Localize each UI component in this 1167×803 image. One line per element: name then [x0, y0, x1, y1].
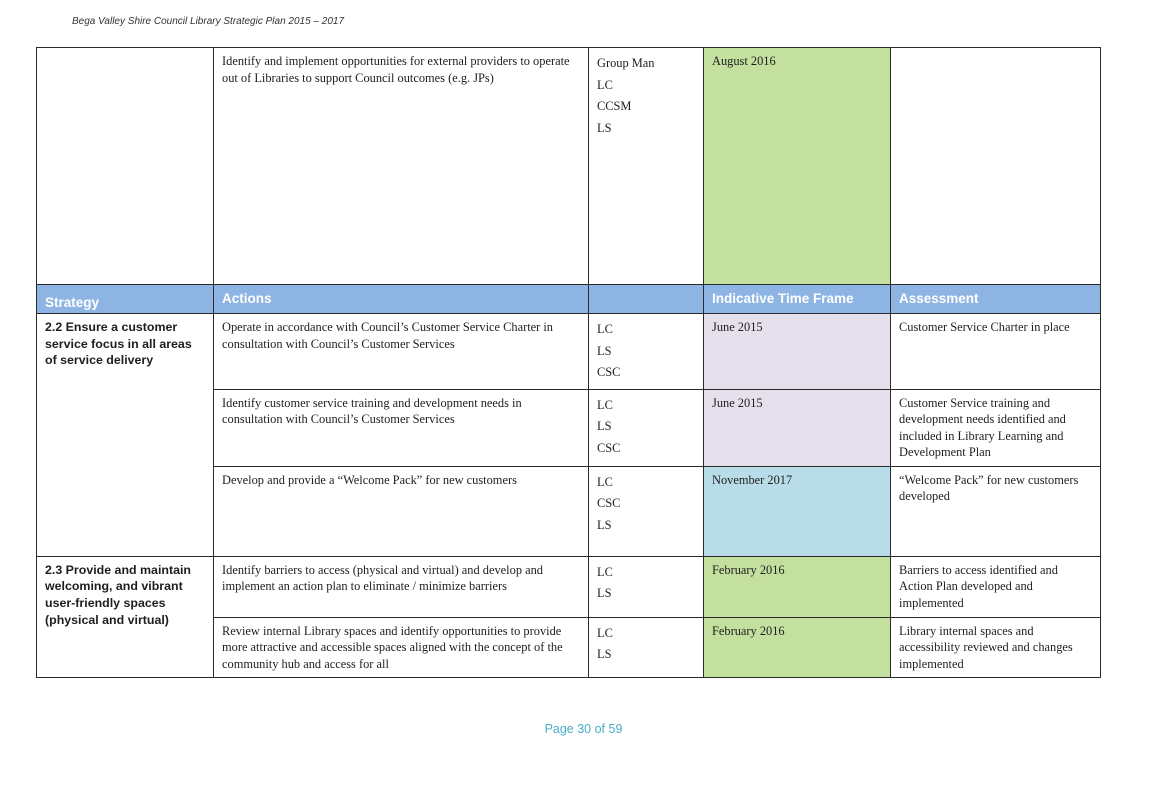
- responsible-code: LC: [597, 564, 613, 579]
- timeframe-cell: February 2016: [703, 555, 891, 618]
- responsible-code: LS: [597, 419, 612, 433]
- table-row: 2.3 Provide and maintain welcoming, and …: [36, 555, 1101, 679]
- responsible-cell: LC LS: [588, 555, 704, 618]
- column-header-row: Strategy Actions Indicative Time Frame A…: [36, 284, 1101, 314]
- table-row: Review internal Library spaces and ident…: [37, 616, 1101, 679]
- assessment-cell: Customer Service Charter in place: [890, 313, 1101, 390]
- table-row: 2.2 Ensure a customer service focus in a…: [36, 313, 1101, 557]
- strategic-plan-table: Identify and implement opportunities for…: [36, 47, 1101, 679]
- action-cell: Identify and implement opportunities for…: [213, 47, 589, 285]
- responsible-code: LS: [597, 517, 612, 532]
- table-row: Identify customer service training and d…: [37, 388, 1101, 467]
- assessment-cell: Barriers to access identified and Action…: [890, 555, 1101, 618]
- table-row: Identify and implement opportunities for…: [36, 47, 1101, 285]
- strategy-cell: 2.3 Provide and maintain welcoming, and …: [36, 555, 214, 679]
- action-cell: Identify barriers to access (physical an…: [213, 555, 589, 618]
- responsible-code: LC: [597, 322, 613, 336]
- page-number: Page 30 of 59: [544, 722, 623, 736]
- responsible-code: Group Man: [597, 56, 655, 70]
- responsible-code: LC: [597, 77, 613, 92]
- assessment-cell: “Welcome Pack” for new customers develop…: [890, 465, 1101, 557]
- responsible-code: LS: [597, 343, 612, 358]
- document-header: Bega Valley Shire Council Library Strate…: [72, 16, 345, 27]
- action-cell: Identify customer service training and d…: [213, 388, 589, 467]
- column-header-strategy: Strategy: [36, 284, 214, 314]
- responsible-code: LC: [597, 397, 613, 412]
- assessment-cell: Customer Service training and developmen…: [890, 388, 1101, 467]
- assessment-cell: Library internal spaces and accessibilit…: [890, 616, 1101, 679]
- timeframe-cell: November 2017: [703, 465, 891, 557]
- timeframe-cell: August 2016: [703, 47, 891, 285]
- responsible-code: LC: [597, 474, 613, 489]
- column-header-actions: Actions: [213, 284, 589, 314]
- responsible-cell: LC LS CSC: [588, 313, 704, 390]
- action-cell: Develop and provide a “Welcome Pack” for…: [213, 465, 589, 557]
- responsible-code: LS: [597, 586, 612, 601]
- action-cell: Review internal Library spaces and ident…: [213, 616, 589, 679]
- responsible-cell: LC CSC LS: [588, 465, 704, 557]
- responsible-code: LS: [597, 647, 612, 662]
- responsible-code: CSC: [597, 440, 621, 455]
- column-header-responsible: [588, 284, 704, 314]
- assessment-cell: [890, 47, 1101, 285]
- responsible-cell: Group Man LC CCSM LS: [588, 47, 704, 285]
- responsible-code: CSC: [597, 496, 621, 511]
- column-header-timeframe: Indicative Time Frame: [703, 284, 891, 314]
- timeframe-cell: February 2016: [703, 616, 891, 679]
- strategy-cell: [36, 47, 214, 285]
- responsible-code: LC: [597, 625, 613, 640]
- responsible-code: LS: [597, 120, 612, 135]
- timeframe-cell: June 2015: [703, 313, 891, 390]
- timeframe-cell: June 2015: [703, 388, 891, 467]
- responsible-code: CSC: [597, 365, 621, 379]
- responsible-code: CCSM: [597, 99, 632, 113]
- responsible-cell: LC LS: [588, 616, 704, 679]
- action-cell: Operate in accordance with Council’s Cus…: [213, 313, 589, 390]
- responsible-cell: LC LS CSC: [588, 388, 704, 467]
- table-row: Develop and provide a “Welcome Pack” for…: [37, 465, 1101, 557]
- column-header-assessment: Assessment: [890, 284, 1101, 314]
- strategy-cell: 2.2 Ensure a customer service focus in a…: [36, 313, 214, 557]
